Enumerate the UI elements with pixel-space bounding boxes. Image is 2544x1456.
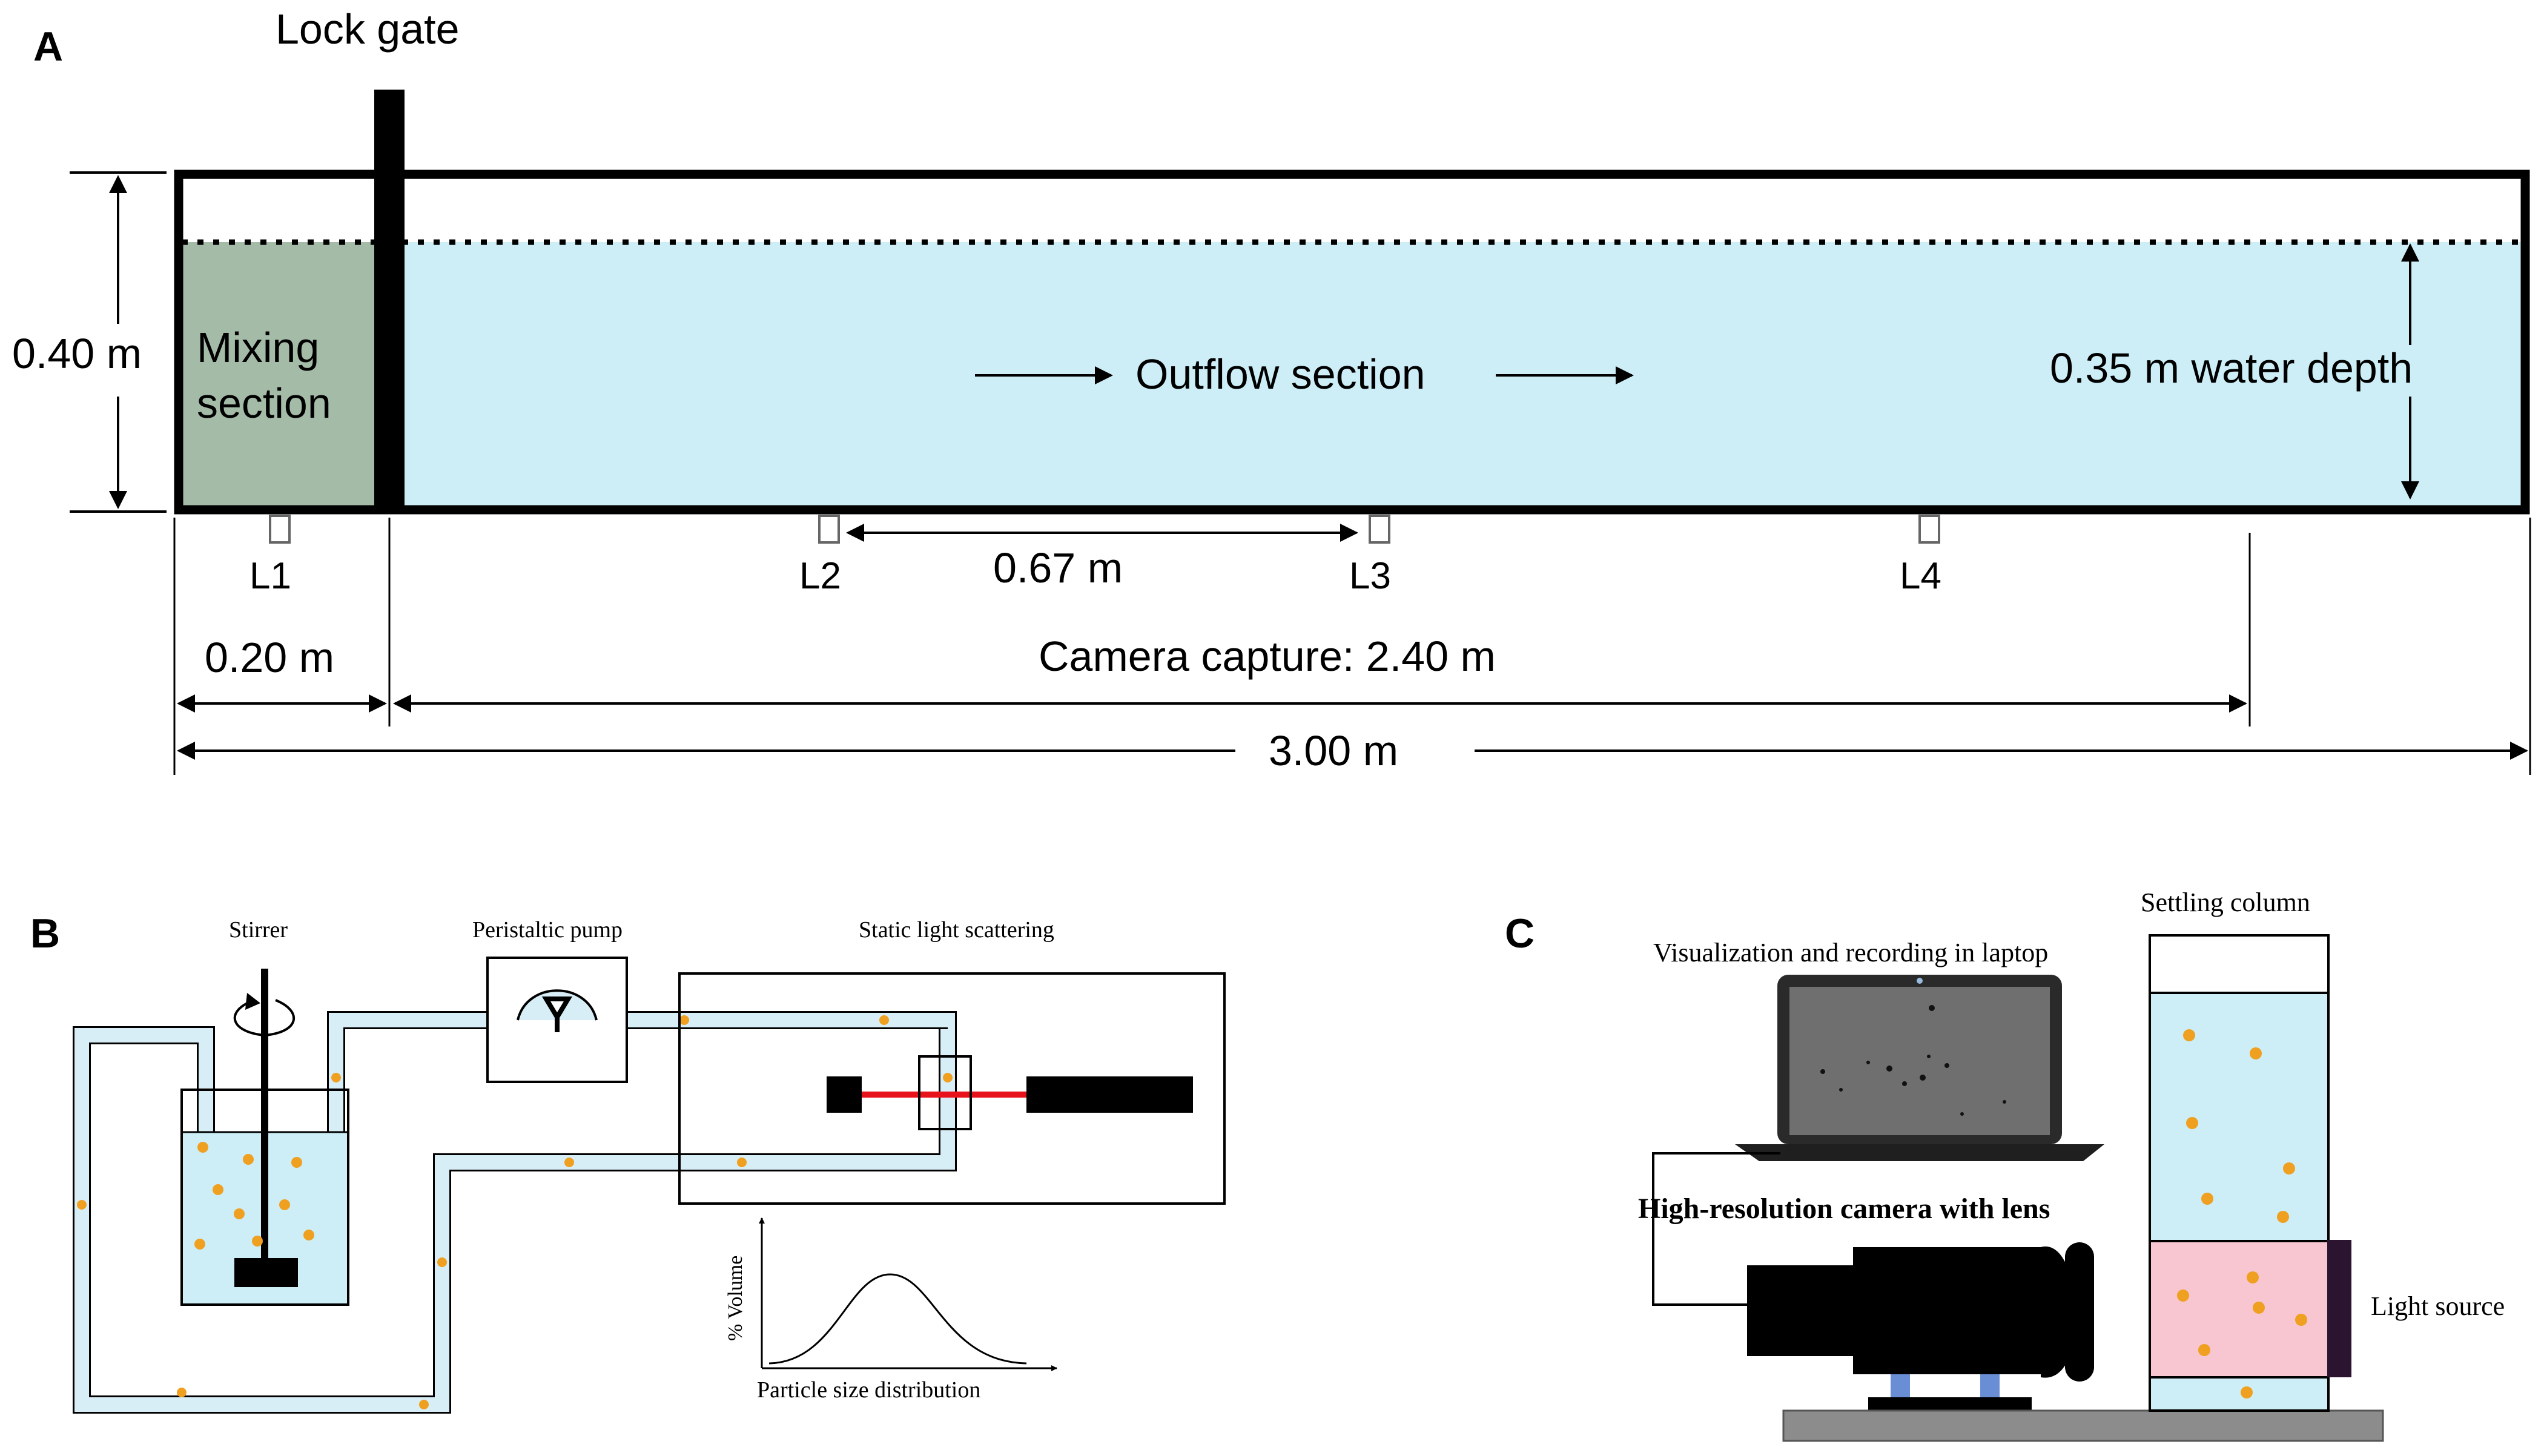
flume-tank bbox=[174, 170, 2530, 515]
suspended-particles bbox=[77, 1015, 953, 1409]
psd-y-label: % Volume bbox=[724, 1256, 747, 1341]
panel-b-label: B bbox=[30, 911, 60, 957]
sensor-l4-label: L4 bbox=[1900, 555, 1941, 597]
camera-body-rear bbox=[1747, 1265, 1856, 1356]
camera-laptop-cable bbox=[1652, 1152, 1780, 1306]
panel-a-label: A bbox=[33, 24, 63, 70]
laser-emitter bbox=[827, 1076, 862, 1113]
laptop-screen bbox=[1789, 987, 2050, 1135]
settling-column bbox=[2149, 934, 2330, 1412]
pump-rotor-icon bbox=[541, 996, 573, 1022]
settling-particles bbox=[2177, 1029, 2307, 1398]
settling-column-liquid bbox=[2150, 993, 2328, 1241]
stirrer-blade bbox=[234, 1258, 298, 1287]
camera-label: High-resolution camera with lens bbox=[1638, 1193, 2050, 1225]
lock-gate bbox=[374, 90, 405, 510]
total-length-label: 3.00 m bbox=[1269, 727, 1398, 774]
outflow-water-region bbox=[400, 242, 2525, 510]
panel-b: B Stirrer Peristaltic pump Static light … bbox=[30, 911, 1226, 1414]
height-label: 0.40 m bbox=[12, 330, 142, 377]
panel-c-label: C bbox=[1505, 911, 1535, 957]
mixing-length-label: 0.20 m bbox=[205, 634, 334, 681]
camera-support-left bbox=[1891, 1374, 1910, 1400]
stirrer-label: Stirrer bbox=[229, 917, 288, 943]
water-depth-label: 0.35 m water depth bbox=[2050, 344, 2413, 392]
sensor-l3-label: L3 bbox=[1349, 555, 1391, 597]
detector bbox=[1026, 1076, 1193, 1113]
sensor-l2 bbox=[818, 515, 840, 544]
laptop-screen-particles bbox=[1820, 1005, 2006, 1116]
panel-a: A Lock gate 0.40 m Mixing section Outflo… bbox=[12, 5, 2531, 775]
peristaltic-pump-label: Peristaltic pump bbox=[472, 917, 623, 943]
l2-l3-distance-label: 0.67 m bbox=[993, 544, 1123, 591]
static-light-scattering-instrument bbox=[678, 972, 1226, 1205]
panel-c: C Settling column Visualization and reco… bbox=[1505, 888, 2505, 1442]
mixing-section-region bbox=[179, 242, 375, 510]
lock-gate-label: Lock gate bbox=[276, 5, 460, 53]
sensor-l4 bbox=[1918, 515, 1940, 544]
mixing-section-label-line2: section bbox=[197, 380, 331, 427]
static-light-scattering-label: Static light scattering bbox=[859, 917, 1054, 943]
bench-base bbox=[1782, 1409, 2384, 1442]
sample-cell bbox=[918, 1055, 972, 1130]
camera-capture-label: Camera capture: 2.40 m bbox=[1039, 633, 1496, 680]
rotation-arrow-icon bbox=[233, 999, 295, 1037]
psd-x-label: Particle size distribution bbox=[757, 1377, 980, 1403]
illuminated-zone bbox=[2150, 1241, 2328, 1377]
psd-curve bbox=[768, 1273, 1027, 1365]
camera-lens-front bbox=[2065, 1242, 2094, 1382]
sensor-l2-label: L2 bbox=[799, 555, 841, 597]
laptop-webcam-icon bbox=[1917, 978, 1923, 984]
camera-mount bbox=[1868, 1397, 2032, 1411]
outflow-section-label: Outflow section bbox=[1135, 351, 1426, 398]
mixing-section-label-line1: Mixing bbox=[197, 324, 319, 371]
camera-body bbox=[1853, 1247, 2047, 1374]
light-source-panel bbox=[2327, 1240, 2351, 1377]
settling-column-bottom-liquid bbox=[2150, 1377, 2328, 1411]
sensor-l3 bbox=[1369, 515, 1390, 544]
sensor-l1 bbox=[269, 515, 291, 544]
rotation-arrowhead-icon bbox=[245, 993, 260, 1010]
sensor-l1-label: L1 bbox=[249, 555, 291, 597]
light-source-label: Light source bbox=[2371, 1291, 2505, 1321]
laptop-label: Visualization and recording in laptop bbox=[1653, 938, 2048, 967]
laptop-base bbox=[1735, 1144, 2104, 1161]
camera-support-right bbox=[1980, 1374, 2000, 1400]
settling-column-label: Settling column bbox=[2141, 888, 2310, 917]
